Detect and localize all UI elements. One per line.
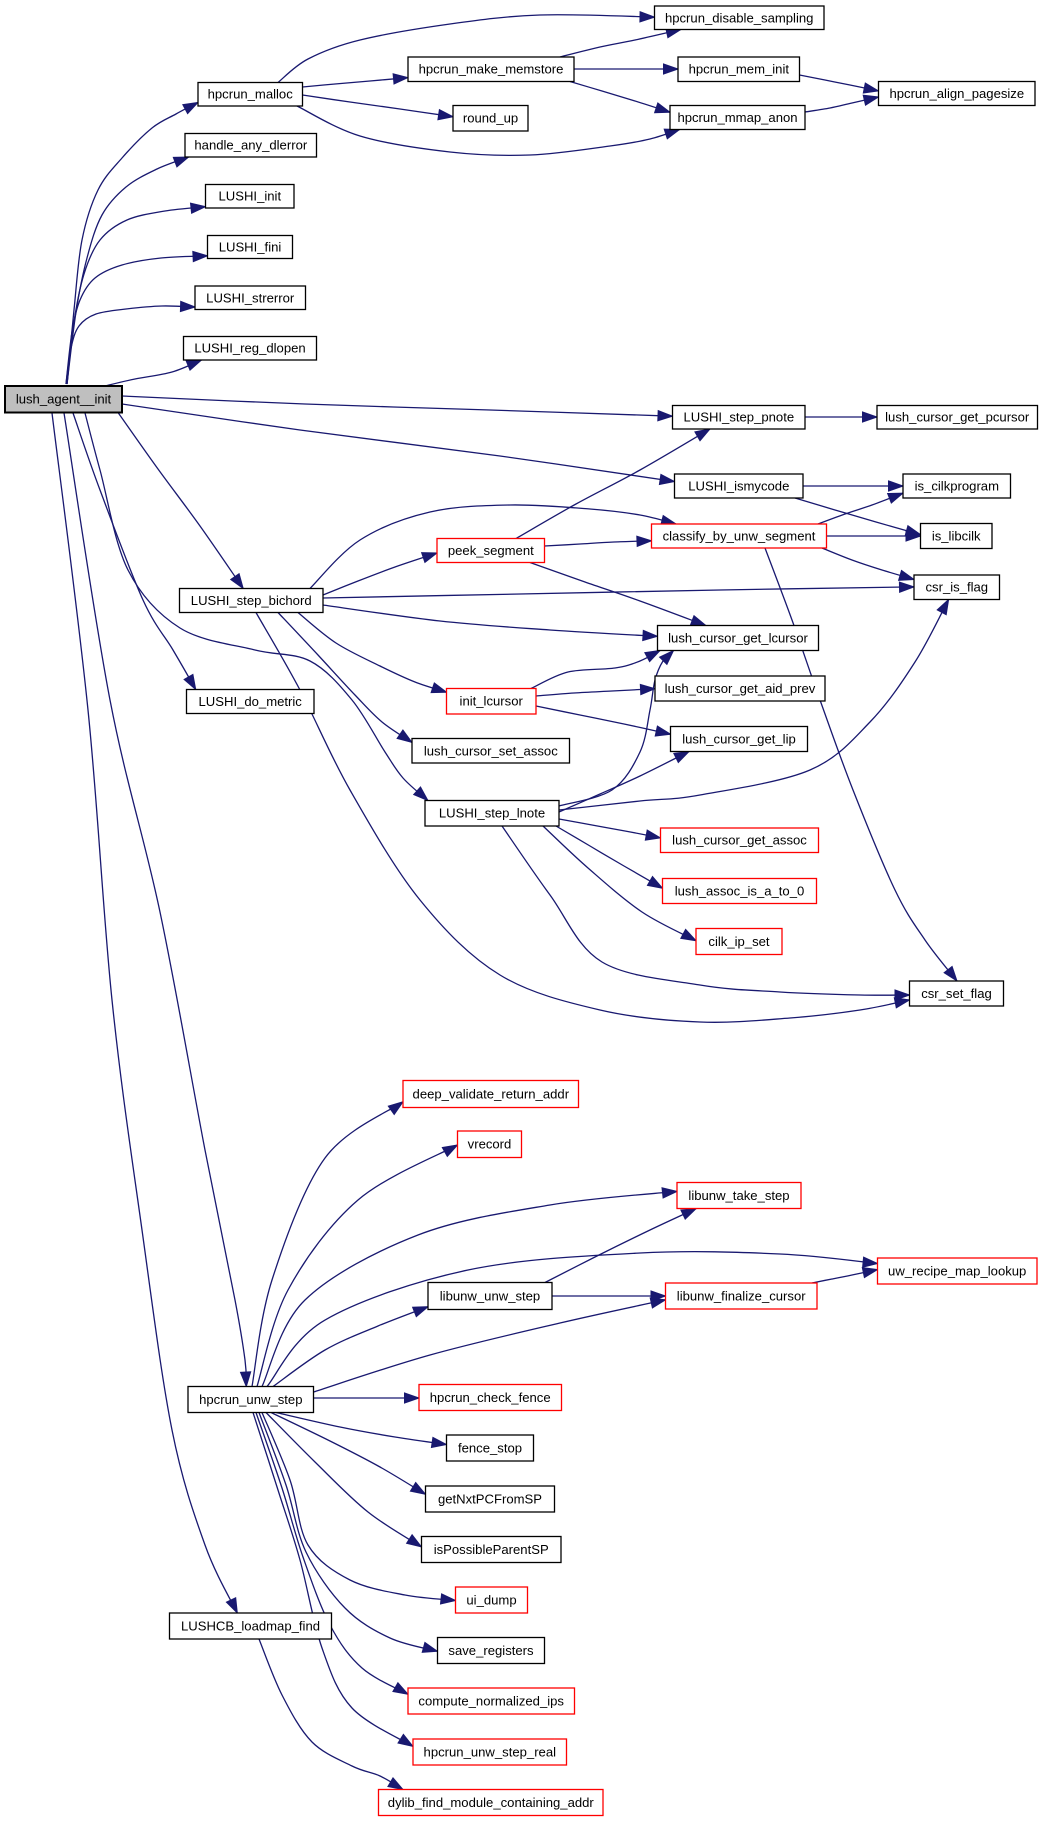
- svg-text:getNxtPCFromSP: getNxtPCFromSP: [438, 1492, 542, 1507]
- svg-text:vrecord: vrecord: [468, 1137, 512, 1152]
- svg-text:is_cilkprogram: is_cilkprogram: [915, 479, 999, 494]
- svg-text:LUSHI_do_metric: LUSHI_do_metric: [199, 694, 303, 709]
- svg-text:cilk_ip_set: cilk_ip_set: [708, 934, 769, 949]
- svg-text:lush_cursor_get_lip: lush_cursor_get_lip: [682, 732, 796, 747]
- svg-text:LUSHI_step_pnote: LUSHI_step_pnote: [683, 410, 794, 425]
- svg-text:hpcrun_mmap_anon: hpcrun_mmap_anon: [677, 110, 797, 125]
- svg-text:LUSHI_step_lnote: LUSHI_step_lnote: [439, 806, 545, 821]
- svg-text:libunw_unw_step: libunw_unw_step: [440, 1289, 540, 1304]
- svg-text:uw_recipe_map_lookup: uw_recipe_map_lookup: [888, 1264, 1026, 1279]
- svg-text:hpcrun_make_memstore: hpcrun_make_memstore: [419, 62, 564, 77]
- svg-text:hpcrun_align_pagesize: hpcrun_align_pagesize: [889, 86, 1024, 101]
- svg-text:classify_by_unw_segment: classify_by_unw_segment: [663, 529, 816, 544]
- svg-text:lush_cursor_get_assoc: lush_cursor_get_assoc: [672, 833, 807, 848]
- svg-text:hpcrun_unw_step_real: hpcrun_unw_step_real: [424, 1745, 557, 1760]
- svg-text:init_lcursor: init_lcursor: [460, 694, 524, 709]
- svg-text:dylib_find_module_containing_a: dylib_find_module_containing_addr: [388, 1795, 595, 1810]
- svg-text:hpcrun_disable_sampling: hpcrun_disable_sampling: [665, 10, 814, 25]
- svg-text:ui_dump: ui_dump: [466, 1593, 516, 1608]
- svg-text:hpcrun_malloc: hpcrun_malloc: [208, 87, 294, 102]
- svg-text:csr_set_flag: csr_set_flag: [921, 986, 992, 1001]
- svg-text:csr_is_flag: csr_is_flag: [926, 580, 989, 595]
- svg-text:hpcrun_check_fence: hpcrun_check_fence: [430, 1390, 551, 1405]
- svg-text:isPossibleParentSP: isPossibleParentSP: [434, 1542, 549, 1557]
- svg-text:lush_cursor_get_aid_prev: lush_cursor_get_aid_prev: [665, 681, 816, 696]
- svg-text:handle_any_dlerror: handle_any_dlerror: [194, 138, 307, 153]
- svg-text:hpcrun_unw_step: hpcrun_unw_step: [199, 1392, 302, 1407]
- svg-text:LUSHI_reg_dlopen: LUSHI_reg_dlopen: [194, 341, 305, 356]
- svg-text:lush_cursor_get_pcursor: lush_cursor_get_pcursor: [885, 410, 1030, 425]
- svg-text:libunw_finalize_cursor: libunw_finalize_cursor: [677, 1289, 806, 1304]
- svg-text:lush_cursor_get_lcursor: lush_cursor_get_lcursor: [668, 631, 808, 646]
- svg-text:hpcrun_mem_init: hpcrun_mem_init: [689, 62, 790, 77]
- svg-text:deep_validate_return_addr: deep_validate_return_addr: [413, 1087, 570, 1102]
- svg-text:round_up: round_up: [463, 111, 518, 126]
- svg-text:fence_stop: fence_stop: [458, 1441, 522, 1456]
- svg-text:save_registers: save_registers: [448, 1643, 534, 1658]
- svg-text:LUSHI_ismycode: LUSHI_ismycode: [688, 479, 789, 494]
- svg-text:lush_agent__init: lush_agent__init: [16, 392, 112, 407]
- svg-text:LUSHI_fini: LUSHI_fini: [219, 240, 282, 255]
- svg-text:LUSHI_step_bichord: LUSHI_step_bichord: [191, 593, 312, 608]
- svg-text:libunw_take_step: libunw_take_step: [688, 1188, 789, 1203]
- svg-text:LUSHI_strerror: LUSHI_strerror: [206, 290, 295, 305]
- svg-text:LUSHCB_loadmap_find: LUSHCB_loadmap_find: [181, 1619, 320, 1634]
- svg-text:LUSHI_init: LUSHI_init: [219, 189, 282, 204]
- svg-text:is_libcilk: is_libcilk: [932, 529, 981, 544]
- svg-text:compute_normalized_ips: compute_normalized_ips: [418, 1694, 564, 1709]
- svg-text:lush_assoc_is_a_to_0: lush_assoc_is_a_to_0: [675, 884, 805, 899]
- svg-text:lush_cursor_set_assoc: lush_cursor_set_assoc: [424, 743, 558, 758]
- svg-text:peek_segment: peek_segment: [448, 543, 534, 558]
